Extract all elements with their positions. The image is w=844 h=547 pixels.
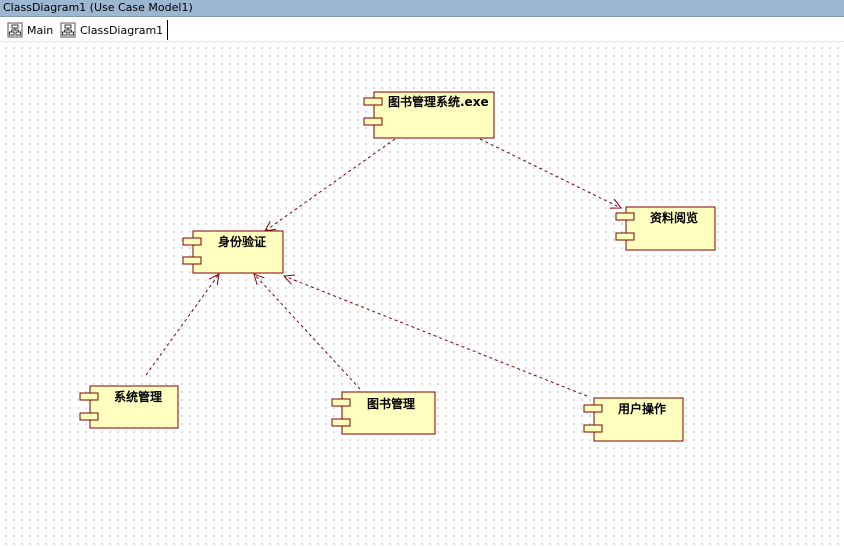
diagram-tab-bar: Main ClassDiagram1 — [0, 17, 844, 42]
component-port-top — [331, 398, 351, 407]
component-port-bottom — [615, 232, 635, 241]
component-body — [89, 385, 179, 429]
component-userops[interactable]: 用户操作 — [583, 397, 684, 442]
dependency-exe-to-auth[interactable] — [265, 138, 396, 231]
diagram-icon — [60, 22, 76, 38]
component-sysmgmt-label: 系统管理 — [114, 389, 162, 404]
tab-classdiagram1-label: ClassDiagram1 — [80, 23, 164, 37]
component-body — [625, 206, 716, 251]
component-bookmgmt-label: 图书管理 — [367, 396, 415, 411]
component-port-bottom — [79, 412, 99, 421]
component-body — [192, 230, 284, 274]
component-port-top — [363, 97, 383, 106]
component-auth[interactable]: 身份验证 — [182, 230, 284, 274]
component-exe-label: 图书管理系统.exe — [388, 94, 489, 109]
component-port-top — [583, 404, 603, 413]
component-browse[interactable]: 资料阅览 — [615, 206, 716, 251]
component-port-top — [615, 212, 635, 221]
component-port-bottom — [182, 256, 202, 265]
dependency-lines — [145, 138, 621, 397]
component-port-top — [182, 237, 202, 246]
dependency-userops-to-auth[interactable] — [284, 276, 588, 397]
component-body — [373, 91, 495, 139]
component-browse-label: 资料阅览 — [650, 210, 698, 225]
component-port-top — [79, 392, 99, 401]
component-auth-label: 身份验证 — [218, 234, 266, 249]
window-title: ClassDiagram1 (Use Case Model1) — [0, 0, 844, 17]
component-port-bottom — [331, 418, 351, 427]
component-port-bottom — [583, 424, 603, 433]
tab-classdiagram1[interactable]: ClassDiagram1 — [60, 20, 169, 40]
tab-main[interactable]: Main — [7, 20, 53, 40]
component-body — [341, 391, 436, 435]
component-body — [593, 397, 684, 442]
dependency-exe-to-browse[interactable] — [479, 138, 621, 208]
component-sysmgmt[interactable]: 系统管理 — [79, 385, 179, 429]
component-exe[interactable]: 图书管理系统.exe — [363, 91, 495, 139]
component-userops-label: 用户操作 — [617, 401, 666, 416]
tab-main-label: Main — [27, 23, 54, 37]
component-bookmgmt[interactable]: 图书管理 — [331, 391, 436, 435]
dependency-sysmgmt-to-auth[interactable] — [145, 274, 219, 376]
dependency-bookmgmt-to-auth[interactable] — [254, 274, 361, 390]
diagram-icon — [7, 22, 23, 38]
component-port-bottom — [363, 117, 383, 126]
